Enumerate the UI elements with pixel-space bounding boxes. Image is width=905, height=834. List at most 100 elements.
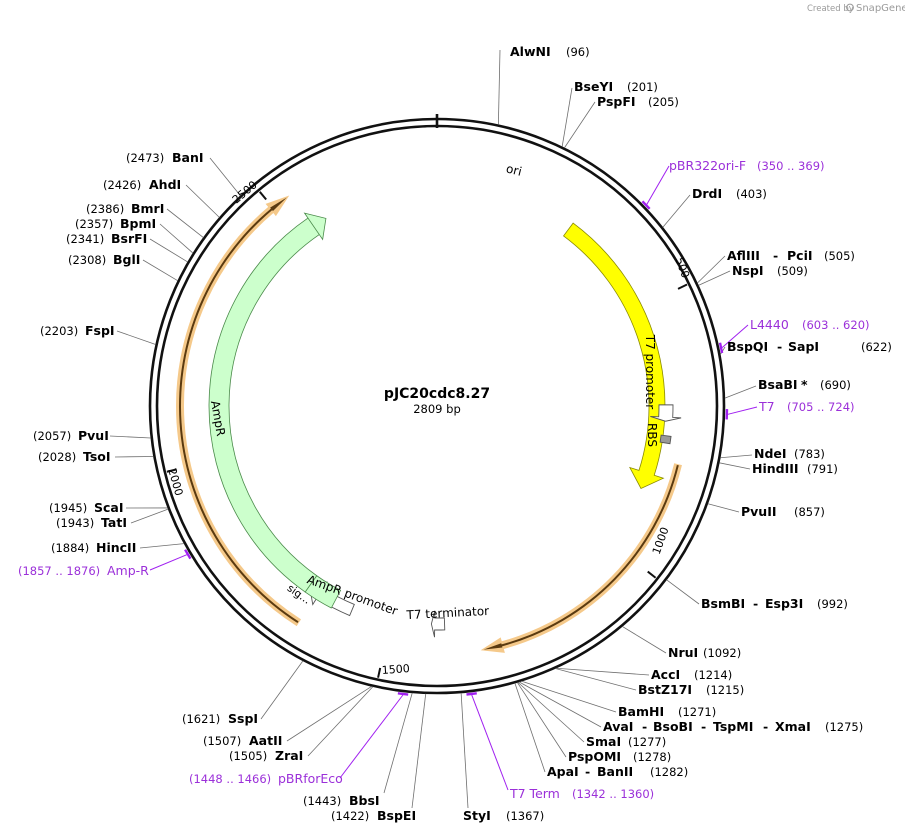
- site-sep-apai: -: [585, 764, 590, 779]
- site-alwni[interactable]: AlwNI (96): [510, 44, 590, 59]
- leader-apai: [514, 683, 546, 773]
- site-name-bsabi: BsaBI: [758, 377, 798, 392]
- site-bsabi[interactable]: BsaBI * (690): [758, 377, 851, 392]
- site-tsoi[interactable]: (2028) TsoI: [38, 449, 111, 464]
- site-name-pvuii: PvuII: [741, 504, 777, 519]
- leader-bamhi: [521, 680, 617, 713]
- leader-ndei: [720, 454, 753, 459]
- site-pspfi[interactable]: PspFI (205): [597, 94, 679, 109]
- site-pspomi[interactable]: PspOMI (1278): [568, 749, 671, 764]
- site-pos-alwni: (96): [566, 45, 590, 59]
- leader-bani: [209, 157, 241, 196]
- leader-alwni: [497, 49, 501, 125]
- orf-right[interactable]: [483, 464, 679, 650]
- site-pos-bspqi: (622): [861, 340, 892, 354]
- primer-mark-l4440: [718, 342, 724, 354]
- primer-mark-amp-r: [184, 549, 192, 560]
- site-tati[interactable]: (1943) TatI: [56, 515, 127, 530]
- feature-ampr[interactable]: [208, 212, 327, 593]
- site-name-pspfi: PspFI: [597, 94, 636, 109]
- site-name-tspmi: TspMI: [713, 719, 753, 734]
- site-pvui[interactable]: (2057) PvuI: [33, 428, 109, 443]
- leader-nspi: [698, 270, 731, 286]
- site-afliii[interactable]: AflIII - PciI (505): [727, 248, 855, 263]
- site-sspi[interactable]: (1621) SspI: [182, 711, 258, 726]
- primer-name-t7: T7: [758, 399, 775, 414]
- site-bpmi[interactable]: (2357) BpmI: [75, 216, 156, 231]
- site-pos-bsabi: (690): [820, 378, 851, 392]
- leader-pspomi: [517, 682, 567, 758]
- site-name-aatii: AatII: [249, 733, 282, 748]
- site-sep-bsobi: -: [701, 719, 706, 734]
- primer-pbr322ori-f[interactable]: pBR322ori-F (350 .. 369): [669, 158, 825, 173]
- site-bspqi[interactable]: BspQI - SapI (622): [727, 339, 892, 354]
- site-ndei[interactable]: NdeI (783): [754, 446, 825, 461]
- feature-t7-promoter[interactable]: [650, 404, 682, 422]
- site-bbsi[interactable]: (1443) BbsI: [303, 793, 380, 808]
- plasmid-name: pJC20cdc8.27: [384, 386, 490, 402]
- primer-t7[interactable]: T7 (705 .. 724): [758, 399, 855, 414]
- feature-ori[interactable]: [562, 222, 666, 489]
- leader-pvui: [109, 435, 151, 439]
- feature-label-ori: ori: [505, 161, 524, 178]
- site-apai[interactable]: ApaI - BanII (1282): [547, 764, 688, 779]
- feature-signal-sequence[interactable]: [304, 575, 342, 609]
- site-pos-pvuii: (857): [794, 505, 825, 519]
- site-nrui[interactable]: NruI (1092): [668, 645, 741, 660]
- primer-pbrforeco[interactable]: (1448 .. 1466) pBRforEco: [189, 771, 343, 786]
- site-pos-hindiii: (791): [807, 462, 838, 476]
- site-name-bpmi: BpmI: [120, 216, 156, 231]
- site-zrai[interactable]: (1505) ZraI: [229, 748, 303, 763]
- site-sep-afliii: -: [773, 248, 778, 263]
- site-acci[interactable]: AccI (1214): [651, 667, 732, 682]
- site-hindiii[interactable]: HindIII (791): [752, 461, 838, 476]
- site-fspi[interactable]: (2203) FspI: [40, 323, 115, 338]
- site-pos-zrai: (1505): [229, 749, 267, 763]
- site-hincii[interactable]: (1884) HincII: [51, 540, 136, 555]
- site-pos-afliii: (505): [824, 249, 855, 263]
- site-pos-bstz17i: (1215): [706, 683, 744, 697]
- site-bspei[interactable]: (1422) BspEI: [331, 808, 416, 823]
- site-name-bsobi: BsoBI: [653, 719, 693, 734]
- site-bgli[interactable]: (2308) BglI: [68, 252, 140, 267]
- site-name-bamhi: BamHI: [618, 704, 664, 719]
- site-pos-styi: (1367): [506, 809, 544, 823]
- site-ahdi[interactable]: (2426) AhdI: [103, 177, 181, 192]
- site-drdi[interactable]: DrdI (403): [692, 186, 767, 201]
- site-name-fspi: FspI: [85, 323, 115, 338]
- site-smai[interactable]: SmaI (1277): [586, 734, 666, 749]
- primer-name-amp-r: Amp-R: [107, 563, 149, 578]
- site-bmri[interactable]: (2386) BmrI: [86, 201, 164, 216]
- site-bsmbi[interactable]: BsmBI - Esp3I (992): [701, 596, 848, 611]
- primer-t7-term[interactable]: T7 Term (1342 .. 1360): [509, 786, 654, 801]
- leader-sspi: [260, 660, 304, 720]
- site-bamhi[interactable]: BamHI (1271): [618, 704, 716, 719]
- primer-leader-l4440: [721, 324, 749, 349]
- tick-label-1500: 1500: [381, 662, 410, 677]
- site-bseyi[interactable]: BseYI (201): [574, 79, 658, 94]
- site-pos-scai: (1945): [49, 501, 87, 515]
- primer-l4440[interactable]: L4440 (603 .. 620): [750, 317, 870, 332]
- site-bani[interactable]: (2473) BanI: [126, 150, 204, 165]
- site-pos-tati: (1943): [56, 516, 94, 530]
- site-styi[interactable]: StyI (1367): [463, 808, 544, 823]
- primer-leader-t7: [727, 406, 758, 415]
- primer-amp-r[interactable]: (1857 .. 1876) Amp-R: [18, 563, 149, 578]
- feature-rbs[interactable]: [659, 434, 672, 445]
- leader-afliii: [697, 255, 726, 284]
- site-pvuii[interactable]: PvuII (857): [741, 504, 825, 519]
- feature-label-ampr: AmpR: [208, 399, 228, 437]
- site-name-tsoi: TsoI: [83, 449, 111, 464]
- feature-t7-terminator[interactable]: [430, 610, 446, 638]
- site-bsrfi[interactable]: (2341) BsrFI: [66, 231, 147, 246]
- site-nspi[interactable]: NspI (509): [732, 263, 808, 278]
- site-aatii[interactable]: (1507) AatII: [203, 733, 282, 748]
- tick-2500: [259, 191, 267, 201]
- site-name-acci: AccI: [651, 667, 680, 682]
- site-pos-ahdi: (2426): [103, 178, 141, 192]
- site-name-bbsi: BbsI: [349, 793, 380, 808]
- site-scai[interactable]: (1945) ScaI: [49, 500, 124, 515]
- site-bstz17i[interactable]: BstZ17I (1215): [638, 682, 744, 697]
- primer-mark-t7-term: [466, 692, 477, 696]
- site-avai[interactable]: AvaI - BsoBI - TspMI - XmaI (1275): [603, 719, 863, 734]
